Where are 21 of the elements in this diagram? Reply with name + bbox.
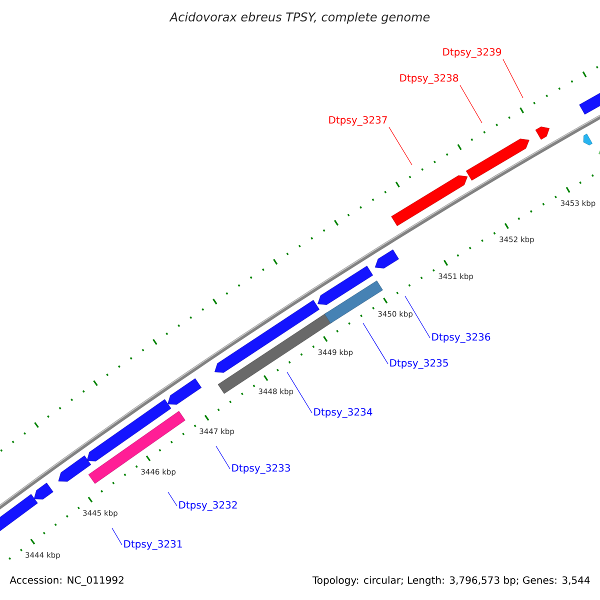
gene-label: Dtpsy_3235 <box>390 359 448 369</box>
gene-label: Dtpsy_3236 <box>432 333 490 343</box>
gene-label: Dtpsy_3238 <box>400 74 458 84</box>
leader-line <box>112 528 122 546</box>
leader-line <box>362 322 388 364</box>
leader-line <box>286 372 312 414</box>
gene-label: Dtpsy_3233 <box>232 464 290 474</box>
gene-label: Dtpsy_3239 <box>443 48 502 58</box>
gene-label: Dtpsy_3231 <box>124 540 182 550</box>
leader-line <box>502 58 524 98</box>
accession-label: Accession: NC_011992 <box>10 576 124 586</box>
title: Acidovorax ebreus TPSY, complete genome <box>169 12 430 24</box>
leader-line <box>216 446 230 470</box>
genome-info-label: Topology: circular; Length: 3,796,573 bp; Genes: 3,544 <box>312 576 590 586</box>
leader-line <box>460 84 482 124</box>
leader-line <box>404 296 430 338</box>
gene-label: Dtpsy_3234 <box>314 408 372 418</box>
gene-label: Dtpsy_3232 <box>179 501 237 511</box>
gene-label: Dtpsy_3237 <box>329 116 387 126</box>
leader-line <box>168 492 178 506</box>
leader-line <box>388 126 412 166</box>
